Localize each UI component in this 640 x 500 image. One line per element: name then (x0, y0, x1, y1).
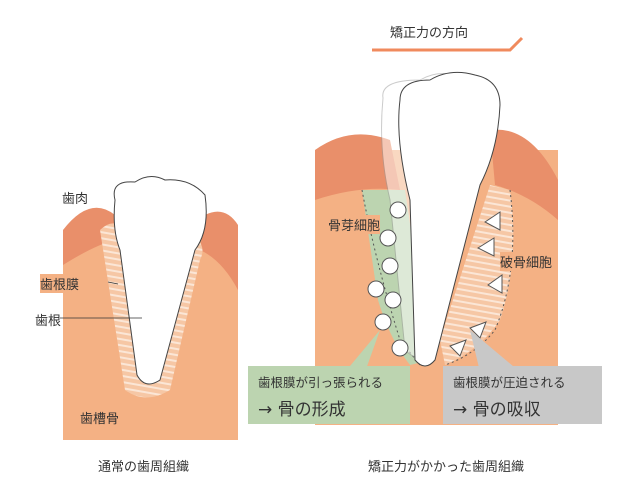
compression-box: 歯根膜が圧迫される → 骨の吸収 (443, 366, 602, 424)
orthodontic-caption: 矯正力がかかった歯周組織 (368, 460, 525, 475)
tension-line2: → 骨の形成 (258, 400, 346, 420)
gum (315, 129, 558, 220)
osteoclast-label: 破骨細胞 (500, 252, 553, 271)
normal-periodontium (63, 176, 238, 440)
compression-line2: → 骨の吸収 (453, 400, 541, 420)
tension-pointer (345, 330, 380, 372)
tension-line1: 歯根膜が引っ張られる (258, 375, 384, 390)
osteoblast-label: 骨芽細胞 (328, 215, 381, 234)
normal-caption: 通常の歯周組織 (98, 460, 190, 475)
pdl-label: 歯根膜 (40, 274, 80, 293)
osteoblast-cells (367, 201, 409, 357)
tooth (398, 71, 501, 367)
force-direction-arrow-icon (372, 36, 524, 52)
compression-zone (440, 185, 514, 365)
root-label: 歯根 (35, 314, 62, 329)
compression-line1: 歯根膜が圧迫される (453, 375, 566, 390)
bone-label: 歯槽骨 (80, 412, 120, 427)
osteoclast-cells (449, 211, 503, 357)
tooth (113, 176, 207, 385)
compression-pointer (470, 330, 520, 372)
force-direction-label: 矯正力の方向 (390, 26, 469, 41)
gum-label: 歯肉 (62, 192, 89, 207)
tension-box: 歯根膜が引っ張られる → 骨の形成 (248, 366, 410, 424)
